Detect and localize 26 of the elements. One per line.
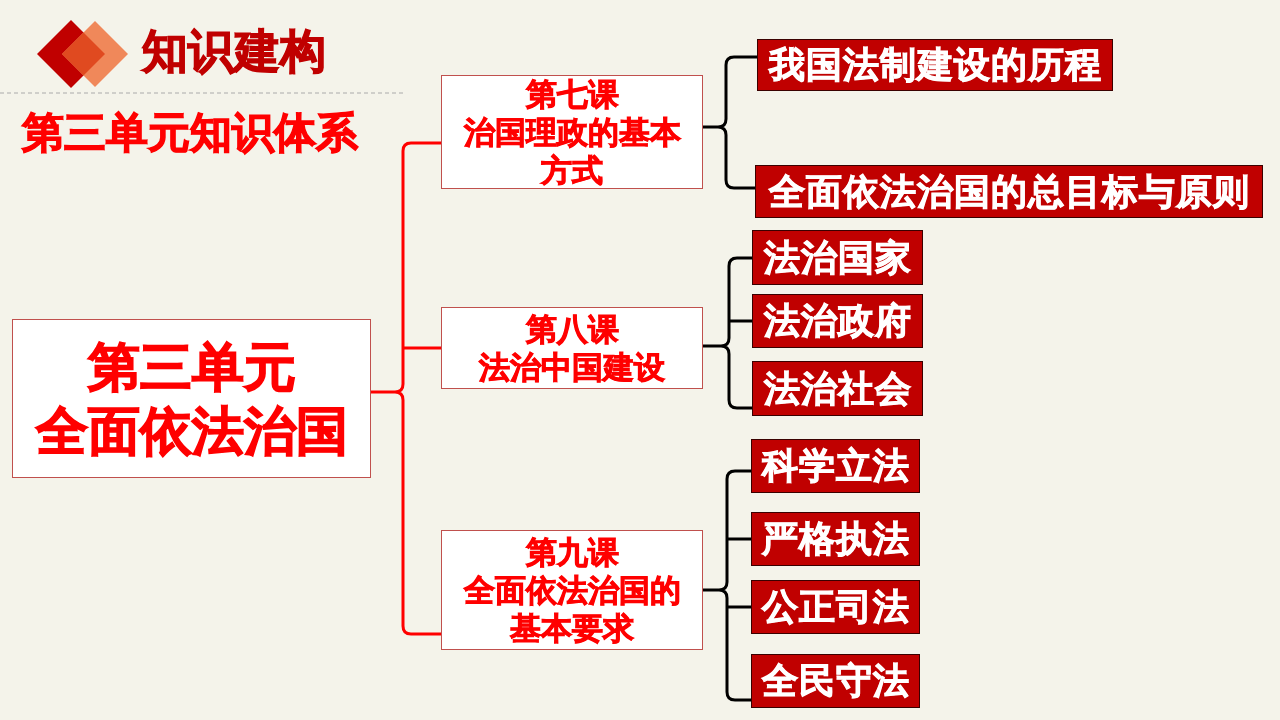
curly-brace (701, 55, 759, 190)
box-text: 全面依法治国的基本要求 (462, 571, 682, 647)
lesson-box (441, 307, 703, 389)
section-heading: 第三单元知识体系 (22, 112, 358, 154)
box-heading: 第七课 (525, 75, 619, 113)
highlight-box: 法治国家 (752, 230, 923, 285)
box-heading: 第三单元 (87, 335, 296, 399)
highlight-box: 全民守法 (751, 654, 920, 708)
highlight-box: 法治社会 (752, 361, 923, 416)
box-text: 法治中国建设 (479, 348, 665, 386)
box-heading: 第九课 (525, 533, 619, 571)
box-heading: 第八课 (525, 310, 619, 348)
highlight-box: 我国法制建设的历程 (757, 39, 1113, 91)
lesson-box (441, 75, 703, 189)
curly-brace (701, 256, 754, 410)
highlight-box: 公正司法 (751, 580, 920, 634)
box-text: 全面依法治国 (35, 399, 348, 463)
highlight-box: 法治政府 (752, 294, 923, 348)
highlight-box: 严格执法 (751, 512, 920, 566)
highlight-box: 全面依法治国的总目标与原则 (755, 165, 1263, 218)
topic-box (12, 319, 371, 478)
lesson-box (441, 530, 703, 650)
page-title: 知识建构 (142, 28, 326, 74)
box-text: 治国理政的基本方式 (462, 113, 682, 189)
highlight-box: 科学立法 (751, 439, 920, 493)
curly-brace (701, 469, 753, 702)
